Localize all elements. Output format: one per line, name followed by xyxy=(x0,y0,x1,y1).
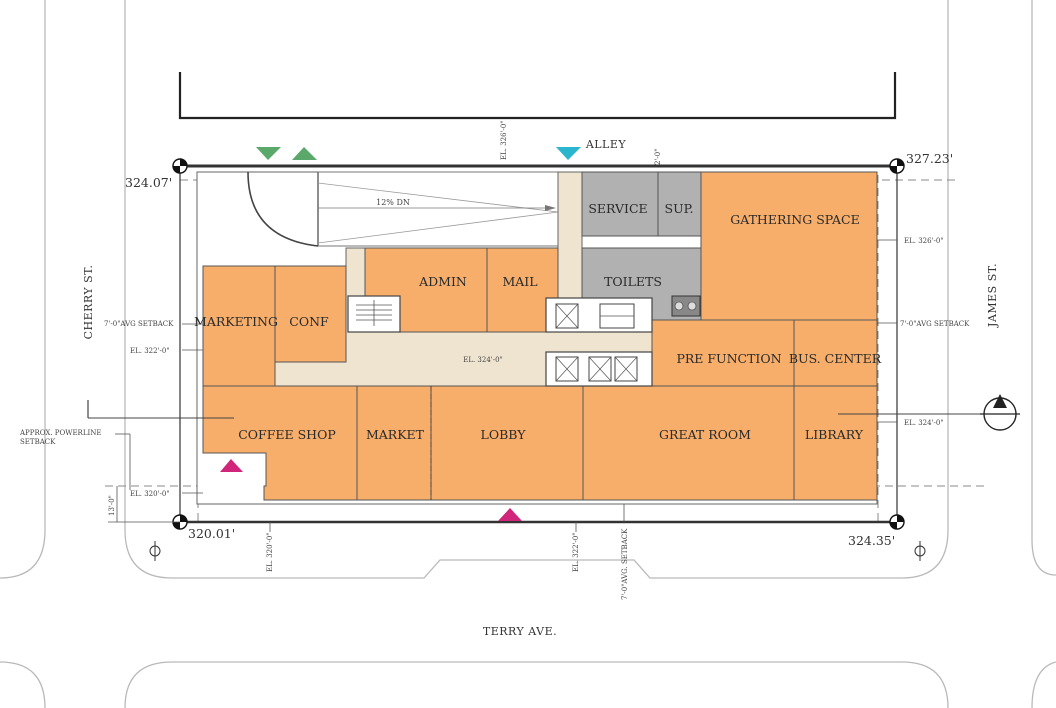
south-annotations xyxy=(269,504,625,532)
street-terry-ave: TERRY AVE. xyxy=(483,625,557,638)
room-marketing xyxy=(202,265,276,389)
toilet-fixtures xyxy=(671,295,701,317)
street-alley: ALLEY xyxy=(585,138,627,151)
label-bus-center: BUS. CENTER xyxy=(789,351,882,366)
el-center-label: EL. 324'-0" xyxy=(463,356,503,364)
entry-triangle-icon xyxy=(556,147,581,160)
label-gathering-space: GATHERING SPACE xyxy=(730,212,859,227)
room-market xyxy=(356,385,432,501)
room-great-room xyxy=(582,385,795,501)
west-el-322-label: EL. 322'-0" xyxy=(130,347,170,355)
room-pre-function xyxy=(651,319,795,387)
label-lobby: LOBBY xyxy=(481,427,527,442)
south-el-322-label: EL. 322'-0" xyxy=(572,532,580,572)
tree-symbol-icon xyxy=(149,541,161,561)
east-setback-label: 7'-0"AVG SETBACK xyxy=(900,320,970,328)
west-annotations xyxy=(87,323,234,523)
corner-elevation-nw: 324.07' xyxy=(125,175,172,190)
label-admin: ADMIN xyxy=(418,274,467,289)
ramp-label: 12% DN xyxy=(376,198,410,207)
dim-13-label: 13'-0" xyxy=(108,495,116,516)
room-bus-center xyxy=(793,319,878,387)
west-setback-label: 7'-0"AVG SETBACK xyxy=(104,320,174,328)
label-toilets: TOILETS xyxy=(604,274,662,289)
street-james-st: JAMES ST. xyxy=(986,263,999,328)
label-sup: SUP. xyxy=(665,201,694,216)
label-mail: MAIL xyxy=(502,274,537,289)
north-arrow-icon xyxy=(980,394,1020,431)
label-conf: CONF xyxy=(289,314,329,329)
alley-dim-label: 2'-0" xyxy=(654,149,662,165)
west-el-320-label: EL. 320'-0" xyxy=(130,490,170,498)
room-gathering-space xyxy=(700,171,878,321)
label-pre-function: PRE FUNCTION xyxy=(676,351,781,366)
stair xyxy=(347,295,401,333)
label-coffee-shop: COFFEE SHOP xyxy=(238,427,336,442)
elevator-bank-south xyxy=(545,351,653,387)
corner-elevation-se: 324.35' xyxy=(848,533,895,548)
room-library xyxy=(793,385,878,501)
corner-elevation-sw: 320.01' xyxy=(188,526,235,541)
street-cherry-st: CHERRY ST. xyxy=(82,265,95,340)
label-market: MARKET xyxy=(366,427,425,442)
room-conf xyxy=(274,265,347,363)
tree-symbol-icon xyxy=(914,541,926,561)
elevator-bank-north xyxy=(545,297,653,333)
south-setback-label: 7'-0"AVG. SETBACK xyxy=(621,528,629,600)
el-north-label: EL. 326'-0" xyxy=(500,120,508,160)
label-great-room: GREAT ROOM xyxy=(659,427,751,442)
east-el-324-label: EL. 324'-0" xyxy=(904,419,944,427)
corner-elevation-ne: 327.23' xyxy=(906,151,953,166)
room-lobby xyxy=(430,385,584,501)
powerline-label-2: SETBACK xyxy=(20,438,56,446)
east-el-326-label: EL. 326'-0" xyxy=(904,237,944,245)
entry-triangle-icon xyxy=(292,147,317,160)
entry-triangle-icon xyxy=(498,508,522,521)
survey-marker-icon xyxy=(889,514,905,530)
label-marketing: MARKETING xyxy=(194,314,278,329)
south-el-320-label: EL. 320'-0" xyxy=(266,532,274,572)
label-library: LIBRARY xyxy=(805,427,864,442)
entry-triangle-icon xyxy=(220,459,243,472)
survey-marker-icon xyxy=(889,158,905,174)
room-sup xyxy=(657,171,702,237)
survey-marker-icon xyxy=(172,158,188,174)
entry-triangle-icon xyxy=(256,147,281,160)
powerline-label-1: APPROX. POWERLINE xyxy=(19,429,101,437)
room-service xyxy=(581,171,659,237)
label-service: SERVICE xyxy=(588,201,647,216)
